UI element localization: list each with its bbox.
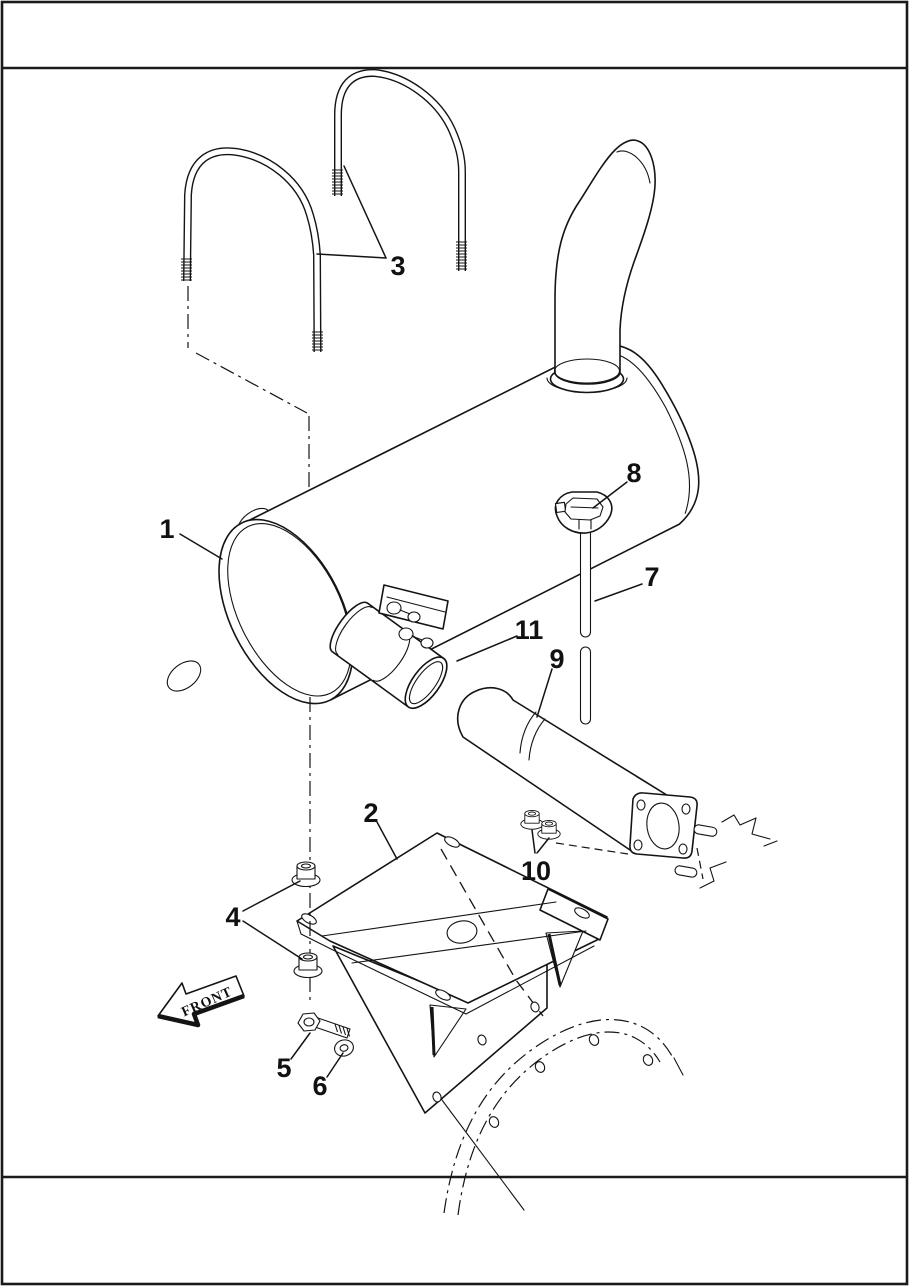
- callout-2-label: 2: [363, 798, 378, 828]
- bracket-lip: [296, 920, 595, 1015]
- hex-bolt: [297, 1012, 351, 1039]
- thread-hatch: [312, 331, 323, 351]
- callout-3: 3: [316, 165, 406, 281]
- bracket-wing: [539, 888, 609, 941]
- callout-1-label: 1: [159, 514, 174, 544]
- exhaust-stack: [546, 139, 656, 394]
- callout-4-label: 4: [225, 902, 240, 932]
- exhaust-clamp: [329, 584, 449, 710]
- washer: [334, 1039, 354, 1057]
- flange-nut-upper: [291, 861, 321, 888]
- callout-5-label: 5: [276, 1053, 291, 1083]
- muffler-body: [218, 344, 700, 705]
- stack-collar: [553, 358, 621, 384]
- callout-8-label: 8: [626, 458, 641, 488]
- thread-hatch: [456, 241, 467, 270]
- front-cap-rim: [227, 522, 352, 697]
- callout-11-label: 11: [515, 615, 544, 645]
- clamp-bolt-1: [386, 601, 421, 623]
- u-bolt-right: [332, 68, 467, 271]
- bracket-gusset-right: [545, 930, 584, 988]
- callout-2: 2: [363, 798, 398, 860]
- callout-11: 11: [456, 615, 544, 662]
- front-arrow: FRONT: [157, 975, 245, 1028]
- nut-clamp-fitting: [554, 491, 613, 534]
- clamp-bracket-plate: [378, 584, 449, 630]
- bracket-center-hole: [446, 920, 478, 944]
- callout-7-label: 7: [644, 562, 659, 592]
- bracket-projection-line: [441, 1099, 525, 1211]
- callout-9: 9: [536, 644, 565, 718]
- pipe-flange-nut-2: [537, 819, 561, 840]
- callout-3-label: 3: [390, 251, 405, 281]
- flange-opening: [646, 802, 680, 850]
- callout-4: 4: [225, 880, 303, 960]
- callout-6-label: 6: [312, 1071, 327, 1101]
- mounting-bracket: [296, 832, 609, 1211]
- rod-lower: [579, 646, 592, 725]
- engine-studs: [555, 814, 778, 889]
- callout-7: 7: [594, 562, 660, 602]
- callout-10-label: 10: [521, 856, 551, 886]
- assembly-centerlines-upper: [187, 286, 310, 491]
- flywheel-housing-arc: [443, 1019, 684, 1216]
- callout-8: 8: [592, 458, 642, 509]
- outlet-pipe: [456, 687, 698, 859]
- bracket-bend-lines: [321, 901, 587, 964]
- rod-upper: [579, 527, 592, 638]
- callout-5: 5: [276, 1032, 311, 1083]
- thread-hatch: [332, 169, 343, 195]
- callout-10: 10: [521, 829, 551, 886]
- bracket-gusset-left: [429, 1004, 467, 1058]
- pipe-seam: [519, 711, 546, 761]
- clamp-bolt-2: [398, 627, 434, 649]
- pipe-flange: [629, 792, 698, 859]
- u-bolt-left: [181, 147, 323, 353]
- callout-6: 6: [312, 1052, 344, 1101]
- callouts: 1 2 3 4 5 6 7 8: [159, 165, 660, 1101]
- callout-9-label: 9: [549, 644, 564, 674]
- stack-tip-seam: [616, 150, 651, 184]
- front-end-cap: [218, 518, 354, 705]
- engine-break-lines: [699, 814, 778, 889]
- pipe-flange-nut-1: [520, 809, 544, 830]
- thread-hatch: [181, 258, 192, 281]
- callout-1: 1: [159, 514, 223, 560]
- clamp-mouth: [404, 656, 448, 710]
